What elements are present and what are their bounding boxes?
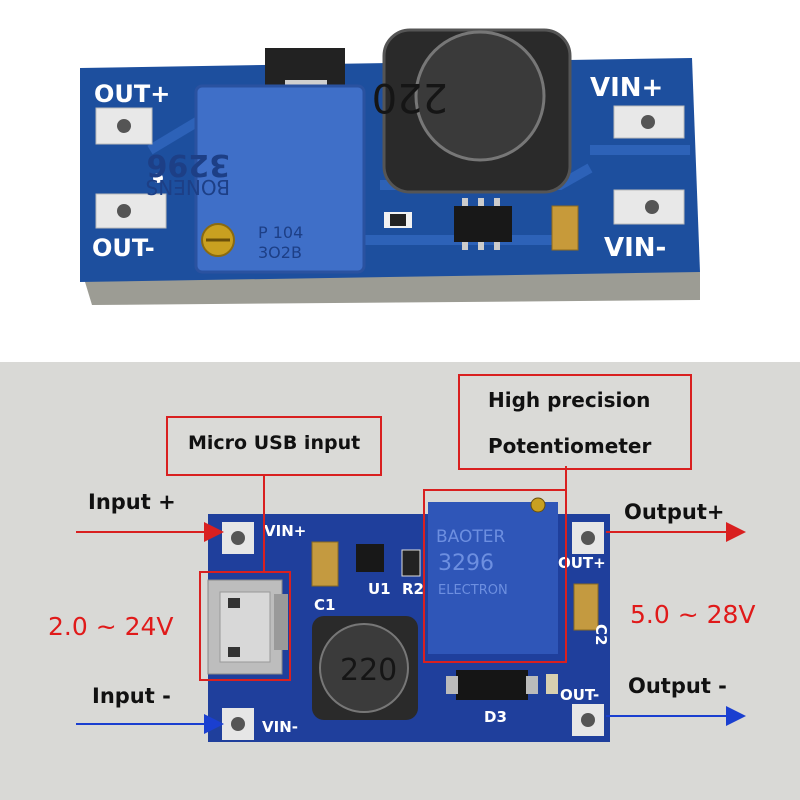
pad-out-minus	[95, 193, 167, 229]
pad-hole	[641, 115, 655, 129]
board-edge	[82, 272, 700, 305]
input-minus-label: Input -	[92, 684, 171, 708]
pot-label-line1: High precision	[488, 388, 651, 412]
pad-hole	[117, 204, 131, 218]
silk-out-minus: OUT-	[560, 686, 599, 704]
silk-out-plus: OUT+	[94, 80, 170, 108]
silk-out-minus: OUT-	[92, 234, 155, 262]
micro-usb-label: Micro USB input	[188, 432, 361, 454]
pad-hole	[645, 200, 659, 214]
pot-mark-3: ELECTRON	[438, 583, 508, 598]
pot-label-line2: Potentiometer	[488, 434, 652, 458]
inductor-marking: 220	[372, 74, 448, 120]
top-board-photo: OUT+ OUT- VIN+ VIN- 3296 BONENS P 104 3O…	[0, 0, 800, 360]
potentiometer	[428, 502, 558, 654]
pot-mark-1: 3296	[147, 147, 231, 182]
potentiometer	[194, 84, 366, 274]
pad-hole	[117, 119, 131, 133]
resistor-r2	[401, 549, 421, 577]
annotated-board-diagram: 220 BAOTER 3296 ELECTRON VIN+ VIN- OUT+ …	[0, 362, 800, 800]
silk-vin-plus: VIN+	[264, 522, 306, 540]
pot-highlight-box	[423, 489, 567, 663]
silk-vin-minus: VIN-	[262, 718, 298, 736]
pot-screw	[530, 497, 546, 513]
silk-r2: R2	[402, 580, 424, 598]
output-minus-label: Output -	[628, 674, 727, 698]
pot-mark-1: BAOTER	[436, 527, 505, 547]
silk-vin-minus: VIN-	[604, 233, 666, 263]
micro-usb-callout: Micro USB input	[166, 416, 382, 476]
bottom-board-illustration: 220 BAOTER 3296 ELECTRON VIN+ VIN- OUT+ …	[76, 466, 746, 742]
pot-mark-2: 3296	[438, 551, 494, 576]
usb-highlight-box	[199, 571, 291, 681]
input-voltage-range: 2.0 ~ 24V	[48, 612, 174, 641]
silk-c1: C1	[314, 596, 335, 614]
output-voltage-range: 5.0 ~ 28V	[630, 600, 756, 629]
pot-mark-2: BONENS	[146, 175, 230, 199]
silk-c2: C2	[592, 624, 610, 645]
silk-u1: U1	[368, 580, 391, 598]
top-board-illustration: OUT+ OUT- VIN+ VIN- 3296 BONENS P 104 3O…	[80, 28, 700, 305]
silk-out-plus: OUT+	[558, 554, 606, 572]
ic-chip	[454, 206, 512, 242]
capacitor-c2	[573, 583, 599, 631]
silk-vin-plus: VIN+	[590, 73, 663, 103]
silk-d3: D3	[484, 708, 507, 726]
potentiometer-callout: High precision Potentiometer	[458, 374, 692, 470]
pot-mark-4: 3O2B	[258, 243, 302, 262]
input-plus-label: Input +	[88, 490, 176, 514]
inductor-marking: 220	[340, 653, 397, 688]
capacitor-c1	[311, 541, 339, 587]
diode-d3	[456, 670, 528, 700]
pot-mark-3: P 104	[258, 223, 303, 242]
inductor-core	[414, 30, 546, 162]
pad-vin-minus	[613, 189, 685, 225]
output-plus-label: Output+	[624, 500, 725, 524]
capacitor	[551, 205, 579, 251]
via	[153, 173, 163, 183]
ic-u1	[356, 544, 384, 572]
inductor-core	[319, 623, 409, 713]
